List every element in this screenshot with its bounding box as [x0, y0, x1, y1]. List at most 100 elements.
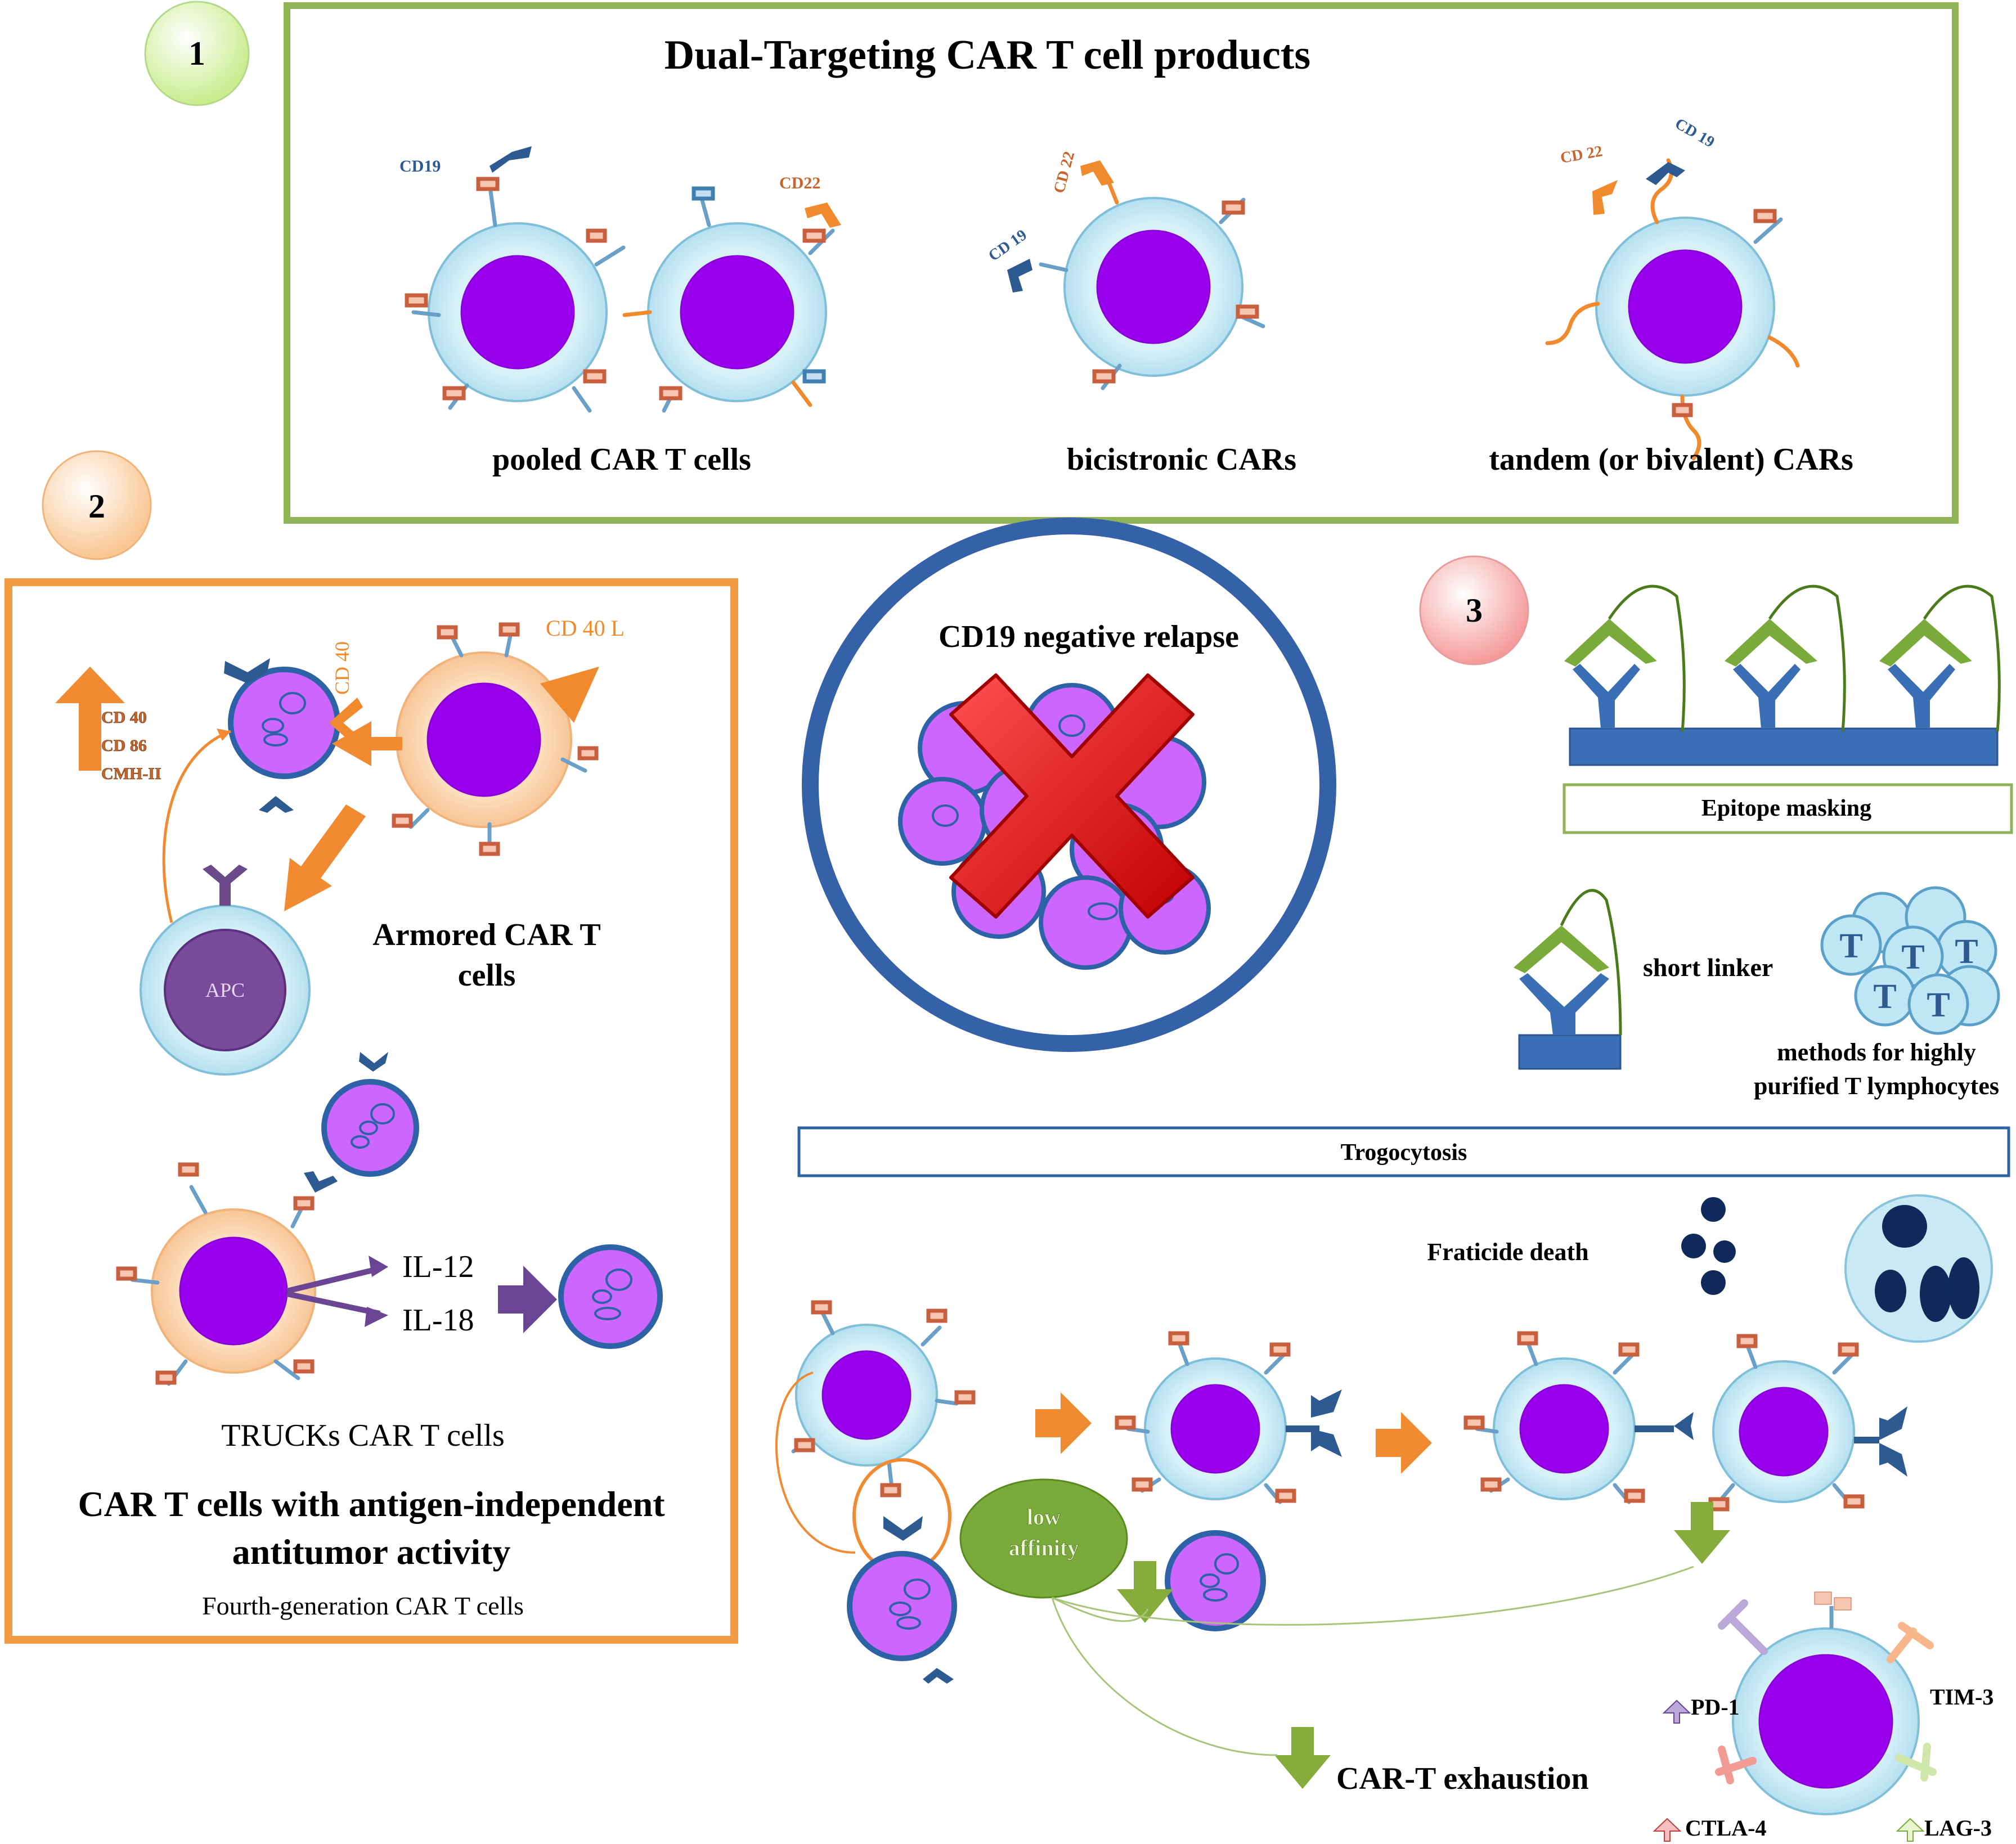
t-lymphocyte-cluster	[1820, 886, 2000, 1035]
antigen-blue-transferred-1	[1311, 1389, 1342, 1457]
cd19-antigen	[490, 146, 532, 173]
svg-text:T: T	[1927, 986, 1950, 1024]
connector-affinity-down	[1051, 1597, 1278, 1756]
armored-label-line2: cells	[458, 958, 516, 993]
car-receptor	[1039, 172, 1265, 390]
arrow-orange-trogo-1	[1035, 1392, 1092, 1454]
cd19-label: CD19	[399, 157, 441, 176]
antigen-blue-detached	[923, 1668, 954, 1684]
epitope-masking-label: Epitope masking	[1701, 795, 1871, 821]
badge-3-label: 3	[1466, 592, 1483, 629]
epitope-masking-box	[1562, 783, 2013, 834]
methods-line2: purified T lymphocytes	[1754, 1072, 1999, 1100]
panel-dual-targeting	[284, 2, 1959, 524]
cd19-antigen-bicistronic	[1007, 259, 1032, 293]
arrow-purple-big	[498, 1266, 557, 1333]
apc-cell	[140, 865, 311, 1076]
panel2-heading-line1: CAR T cells with antigen-independent	[78, 1484, 665, 1524]
tcell-pooled-2	[622, 186, 835, 413]
masked-receptor	[1725, 584, 1846, 732]
il18-label: IL-18	[402, 1303, 474, 1338]
arrow-apc-to-tumor-head	[217, 728, 231, 741]
arrow-il12-head	[369, 1256, 388, 1277]
cd40l-ligand	[540, 667, 599, 723]
apoptotic-fragments	[1681, 1197, 1736, 1295]
cd19-antigen-tandem	[1646, 162, 1685, 185]
antigen-blue-trogo	[883, 1516, 923, 1541]
panel2-heading-line2: antitumor activity	[232, 1532, 511, 1572]
car-receptor	[791, 1300, 976, 1497]
pd1-receptor	[1718, 1599, 1768, 1655]
lag3-label: LAG-3	[1924, 1815, 1992, 1841]
badge-3	[1419, 555, 1529, 665]
methods-line1: methods for highly	[1777, 1038, 1976, 1066]
label-tandem: tandem (or bivalent) CARs	[1489, 442, 1853, 477]
car-receptor	[1115, 1331, 1296, 1504]
short-linker-icon	[1514, 889, 1622, 1070]
panel1-title: Dual-Targeting CAR T cell products	[664, 32, 1310, 78]
car-receptor	[1463, 1331, 1645, 1504]
tumor-cell-trogo-2	[1165, 1530, 1266, 1631]
cd40l-label: CD 40 L	[546, 615, 625, 641]
svg-text:T: T	[1901, 938, 1924, 977]
connector-affinity-right	[1052, 1566, 1694, 1626]
t-letters: T T T T T	[1839, 927, 1978, 1024]
tcell-bicistronic	[1039, 172, 1265, 390]
car-receptor	[622, 186, 835, 413]
trucks-label: TRUCKs CAR T cells	[221, 1418, 505, 1453]
tcell-tandem	[1545, 158, 1800, 461]
cd22-label: CD22	[779, 174, 820, 192]
tcell-trogo-1	[791, 1300, 976, 1497]
epitope-bar	[1569, 727, 1999, 766]
tim3-receptor	[1887, 1622, 1934, 1663]
label-pooled: pooled CAR T cells	[492, 442, 751, 477]
dying-cell	[1844, 1194, 1993, 1343]
tcell-trucks	[116, 1162, 316, 1386]
tim3-label: TIM-3	[1930, 1684, 1993, 1710]
antigen-blue-top	[224, 658, 270, 683]
green-down-arrow-right	[1674, 1502, 1730, 1564]
svg-text:T: T	[1955, 933, 1978, 971]
up-marker-cd40: CD 40	[101, 708, 147, 727]
antigen-blue-trucks-top	[359, 1052, 388, 1072]
car-receptor	[392, 622, 599, 856]
tcell-trogo-4	[1708, 1334, 1865, 1512]
tumor-cell-armored	[228, 667, 340, 779]
lag3-receptor	[1895, 1743, 1937, 1782]
badge-2-label: 2	[88, 488, 105, 525]
masked-receptor	[1564, 584, 1686, 732]
tcell-armored	[392, 622, 599, 856]
cd19-label-tandem: CD 19	[1672, 115, 1718, 151]
arrow-il18-head	[365, 1307, 388, 1327]
ctla4-receptor	[1715, 1746, 1757, 1784]
svg-text:T: T	[1873, 978, 1896, 1016]
arrow-apc-to-tumor	[162, 730, 231, 923]
connector-affinity-mid	[1052, 1596, 1149, 1622]
relapse-title: CD19 negative relapse	[939, 619, 1239, 654]
masked-receptor	[1879, 584, 2001, 732]
car-receptor	[405, 177, 626, 413]
pd1-up-icon	[1662, 1699, 1691, 1724]
arrow-il18	[286, 1291, 381, 1316]
up-marker-cmh: CMH-II	[101, 764, 161, 783]
tumor-cell-trucks-top	[321, 1079, 419, 1177]
cd22-antigen-bicistronic	[1080, 160, 1114, 186]
arrow-il12	[286, 1266, 381, 1294]
cd19-label-bicistronic: CD 19	[985, 226, 1030, 265]
ctla4-label: CTLA-4	[1685, 1815, 1766, 1841]
exhaustion-label: CAR-T exhaustion	[1336, 1761, 1589, 1796]
up-marker-cd86: CD 86	[101, 736, 147, 755]
cd22-label-tandem: CD 22	[1559, 142, 1604, 167]
label-bicistronic: bicistronic CARs	[1067, 442, 1296, 477]
antigen-blue-bottom	[259, 796, 294, 813]
cd22-label-bicistronic: CD 22	[1050, 150, 1078, 195]
panel2-subheading: Fourth-generation CAR T cells	[202, 1591, 524, 1620]
armored-label-line1: Armored CAR T	[372, 917, 600, 952]
fraticide-label: Fraticide death	[1427, 1238, 1588, 1266]
cd22-antigen	[805, 203, 841, 228]
panel-antigen-independent	[5, 578, 738, 1644]
apc-label: APC	[205, 979, 245, 1001]
ctla4-up-icon	[1653, 1818, 1682, 1842]
arrow-orange-trogo-2	[1376, 1412, 1432, 1474]
lag3-up-icon	[1896, 1818, 1925, 1842]
